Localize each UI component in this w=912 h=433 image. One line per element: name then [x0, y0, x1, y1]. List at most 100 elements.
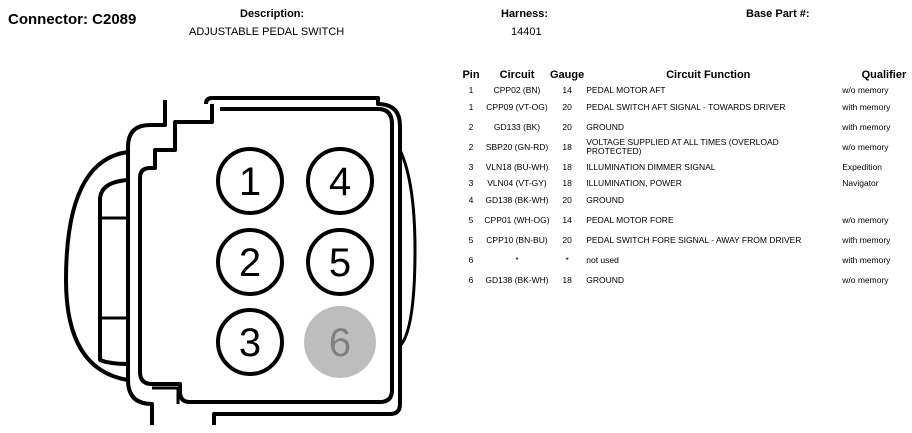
pin-cell: 3	[468, 161, 474, 172]
cavity-number: 5	[329, 241, 351, 285]
cavity-group: 1 2 3 4 5 6	[216, 147, 376, 378]
qualifier-cell: Expedition	[842, 161, 882, 172]
circuit-cell: *	[515, 254, 519, 265]
gauge-cell: 18	[562, 274, 572, 285]
gauge-cell: *	[565, 254, 569, 265]
gauge-cell: 20	[562, 101, 572, 112]
qualifier-cell	[832, 190, 906, 210]
connector-title: Connector: C2089	[8, 11, 137, 28]
function-cell: PEDAL MOTOR AFT	[586, 85, 666, 95]
cavity-number: 6	[329, 321, 351, 365]
function-cell: GROUND	[586, 274, 625, 285]
circuit-cell: CPP09 (VT-OG)	[486, 101, 548, 112]
circuit-cell: GD133 (BK)	[493, 121, 541, 132]
pin-cell: 3	[468, 178, 474, 188]
circuit-cell: VLN04 (VT-GY)	[487, 178, 547, 188]
qualifier-cell: with memory	[842, 254, 891, 265]
table-row: 2 SBP20 (GN-RD) 18 VOLTAGE SUPPLIED AT A…	[458, 137, 906, 157]
function-cell: PEDAL SWITCH FORE SIGNAL - AWAY FROM DRI…	[586, 234, 802, 245]
pin-cell: 6	[468, 274, 474, 285]
pin-cell: 5	[468, 234, 474, 245]
connector-face-diagram: 1 2 3 4 5 6	[64, 96, 417, 425]
gauge-cell: 20	[562, 194, 572, 205]
table-row: 3 VLN04 (VT-GY) 18 ILLUMINATION, POWER N…	[458, 177, 906, 190]
gauge-cell: 20	[562, 234, 572, 245]
gauge-cell: 14	[562, 214, 572, 225]
table-row: 1 CPP02 (BN) 14 PEDAL MOTOR AFT w/o memo…	[458, 84, 906, 97]
table-row: 3 VLN18 (BU-WH) 18 ILLUMINATION DIMMER S…	[458, 157, 906, 177]
cavity-3: 3	[216, 308, 284, 376]
description-value: ADJUSTABLE PEDAL SWITCH	[189, 26, 345, 38]
cavity-6: 6	[304, 306, 376, 378]
base-part-label: Base Part #:	[746, 8, 810, 20]
cavity-2: 2	[216, 228, 284, 296]
table-row: 2 GD133 (BK) 20 GROUND with memory	[458, 117, 906, 137]
circuit-cell: GD138 (BK-WH)	[485, 194, 549, 205]
table-row: 5 CPP01 (WH-OG) 14 PEDAL MOTOR FORE w/o …	[458, 210, 906, 230]
table-row: 6 GD138 (BK-WH) 18 GROUND w/o memory	[458, 270, 906, 290]
cavity-circle	[306, 147, 374, 215]
pin-cell: 1	[468, 85, 474, 95]
circuit-cell: GD138 (BK-WH)	[485, 274, 549, 285]
qualifier-cell: w/o memory	[842, 141, 889, 152]
gauge-cell: 20	[562, 121, 572, 132]
cavity-number: 2	[239, 241, 261, 285]
qualifier-cell: with memory	[842, 121, 891, 132]
pin-header: Pin	[462, 69, 480, 81]
cavity-5: 5	[306, 228, 374, 296]
cavity-circle	[216, 147, 284, 215]
gauge-cell: 18	[562, 141, 572, 152]
cavity-1: 1	[216, 147, 284, 215]
qualifier-cell: w/o memory	[842, 274, 889, 285]
circuit-cell: CPP10 (BN-BU)	[486, 234, 548, 245]
table-row: 5 CPP10 (BN-BU) 20 PEDAL SWITCH FORE SIG…	[458, 230, 906, 250]
circuit-function-header: Circuit Function	[666, 69, 751, 81]
cavity-circle	[306, 228, 374, 296]
function-cell: not used	[586, 254, 619, 265]
circuit-cell: SBP20 (GN-RD)	[485, 141, 549, 152]
qualifier-cell: Navigator	[842, 178, 879, 188]
cavity-number: 4	[329, 160, 351, 204]
qualifier-cell: w/o memory	[842, 85, 889, 95]
circuit-cell: CPP01 (WH-OG)	[484, 214, 550, 225]
cavity-circle	[216, 228, 284, 296]
cavity-number: 3	[239, 321, 261, 365]
table-row: 4 GD138 (BK-WH) 20 GROUND	[458, 190, 906, 210]
pin-cell: 5	[468, 214, 474, 225]
function-cell: ILLUMINATION DIMMER SIGNAL	[586, 161, 716, 172]
qualifier-header: Qualifier	[861, 69, 907, 81]
pin-cell: 6	[468, 254, 474, 265]
function-cell: GROUND	[586, 121, 625, 132]
pin-table: Pin Circuit Gauge Circuit Function Quali…	[458, 68, 906, 290]
pin-cell: 4	[468, 194, 474, 205]
cavity-circle	[216, 308, 284, 376]
table-row: 6 * * not used with memory	[458, 250, 906, 270]
function-cell: PEDAL MOTOR FORE	[586, 214, 674, 225]
circuit-header: Circuit	[499, 69, 535, 81]
pin-cell: 2	[468, 141, 474, 152]
cavity-circle	[304, 306, 376, 378]
pin-cell: 2	[468, 121, 474, 132]
gauge-cell: 18	[562, 161, 572, 172]
qualifier-cell: w/o memory	[842, 214, 889, 225]
gauge-cell: 14	[562, 85, 572, 95]
function-cell: GROUND	[586, 194, 625, 205]
gauge-header: Gauge	[550, 69, 585, 81]
pin-table-header: Pin Circuit Gauge Circuit Function Quali…	[458, 68, 906, 84]
function-cell: ILLUMINATION, POWER	[586, 178, 682, 188]
gauge-cell: 18	[562, 178, 572, 188]
circuit-cell: VLN18 (BU-WH)	[485, 161, 549, 172]
cavity-4: 4	[306, 147, 374, 215]
qualifier-cell: with memory	[842, 101, 891, 112]
harness-label: Harness:	[501, 8, 549, 20]
pin-cell: 1	[468, 101, 474, 112]
connector-housing	[64, 96, 417, 425]
cavity-number: 1	[239, 160, 261, 204]
function-cell: VOLTAGE SUPPLIED AT ALL TIMES (OVERLOAD …	[586, 137, 779, 156]
qualifier-cell: with memory	[842, 234, 891, 245]
function-cell: PEDAL SWITCH AFT SIGNAL - TOWARDS DRIVER	[586, 101, 786, 112]
harness-value: 14401	[511, 26, 542, 38]
circuit-cell: CPP02 (BN)	[493, 85, 541, 95]
description-label: Description:	[240, 8, 305, 20]
table-row: 1 CPP09 (VT-OG) 20 PEDAL SWITCH AFT SIGN…	[458, 97, 906, 117]
